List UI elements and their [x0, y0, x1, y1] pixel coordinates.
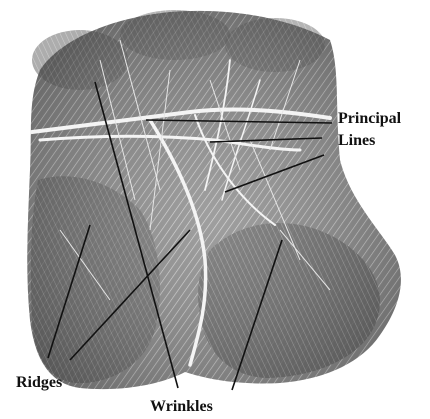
palm-print	[27, 10, 401, 389]
principal-lines-label-line2: Lines	[338, 132, 375, 150]
ridges-label: Ridges	[16, 374, 62, 392]
principal-lines-label-line1: Principal	[338, 110, 401, 128]
wrinkles-label: Wrinkles	[150, 398, 213, 416]
